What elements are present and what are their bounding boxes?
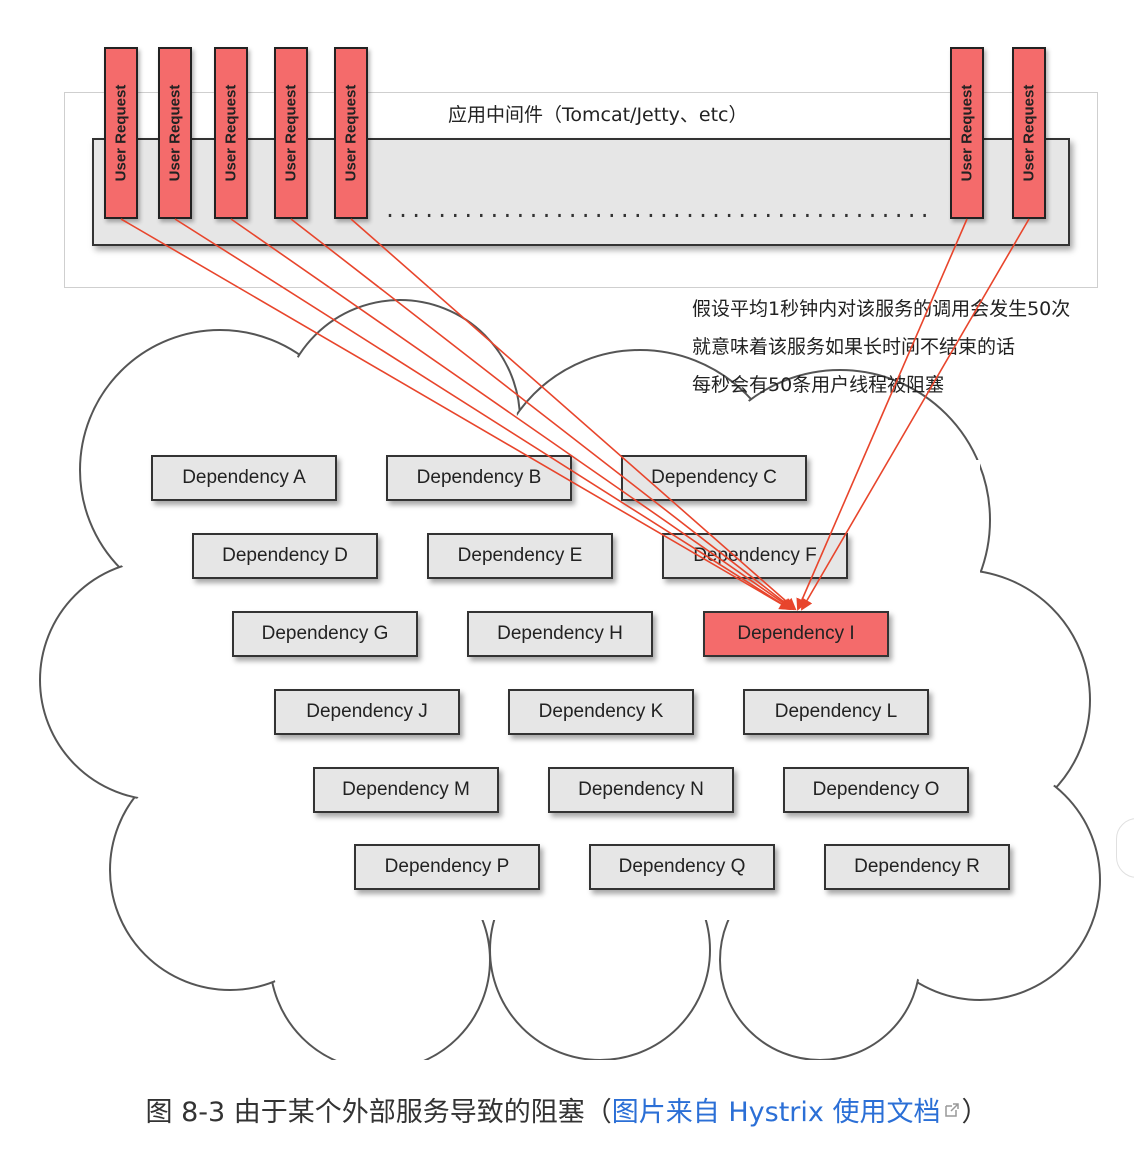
user-request-label: User Request <box>342 84 360 182</box>
note-line-2: 就意味着该服务如果长时间不结束的话 <box>692 336 1016 358</box>
dependency-e: Dependency E <box>427 533 613 579</box>
dependency-i-blocked: Dependency I <box>703 611 889 657</box>
user-request-label: User Request <box>112 84 130 182</box>
hystrix-docs-link[interactable]: 图片来自 Hystrix 使用文档 <box>612 1097 962 1128</box>
dependency-f: Dependency F <box>662 533 848 579</box>
dependency-h: Dependency H <box>467 611 653 657</box>
dependency-j: Dependency J <box>274 689 460 735</box>
user-request-3: User Request <box>214 47 248 219</box>
dependency-q: Dependency Q <box>589 844 775 890</box>
user-request-2: User Request <box>158 47 192 219</box>
user-request-label: User Request <box>166 84 184 182</box>
dependency-n: Dependency N <box>548 767 734 813</box>
user-request-label: User Request <box>958 84 976 182</box>
dependency-p: Dependency P <box>354 844 540 890</box>
dependency-o: Dependency O <box>783 767 969 813</box>
dependency-k: Dependency K <box>508 689 694 735</box>
dependency-m: Dependency M <box>313 767 499 813</box>
user-request-4: User Request <box>274 47 308 219</box>
note-line-3: 每秒会有50条用户线程被阻塞 <box>692 374 945 396</box>
dependency-d: Dependency D <box>192 533 378 579</box>
note-line-1: 假设平均1秒钟内对该服务的调用会发生50次 <box>692 298 1071 320</box>
caption-suffix: ） <box>961 1097 989 1128</box>
dependency-c: Dependency C <box>621 455 807 501</box>
figure-caption: 图 8-3 由于某个外部服务导致的阻塞（图片来自 Hystrix 使用文档 ） <box>0 1090 1134 1129</box>
dependency-a: Dependency A <box>151 455 337 501</box>
caption-link-text: 图片来自 Hystrix 使用文档 <box>611 1097 941 1128</box>
caption-prefix: 图 8-3 由于某个外部服务导致的阻塞（ <box>145 1097 612 1128</box>
external-link-icon <box>945 1103 960 1117</box>
request-ellipsis: ........................................… <box>384 198 934 222</box>
user-request-1: User Request <box>104 47 138 219</box>
hystrix-blocking-diagram: 应用中间件（Tomcat/Jetty、etc） ................… <box>39 47 1101 1060</box>
user-request-5: User Request <box>334 47 368 219</box>
app-server-title: 应用中间件（Tomcat/Jetty、etc） <box>448 104 748 126</box>
user-request-7: User Request <box>1012 47 1046 219</box>
dependency-b: Dependency B <box>386 455 572 501</box>
user-request-label: User Request <box>222 84 240 182</box>
blocking-note: 假设平均1秒钟内对该服务的调用会发生50次 就意味着该服务如果长时间不结束的话 … <box>692 290 1070 404</box>
dependency-g: Dependency G <box>232 611 418 657</box>
user-request-label: User Request <box>282 84 300 182</box>
user-request-label: User Request <box>1020 84 1038 182</box>
dependency-r: Dependency R <box>824 844 1010 890</box>
dependency-l: Dependency L <box>743 689 929 735</box>
user-request-6: User Request <box>950 47 984 219</box>
